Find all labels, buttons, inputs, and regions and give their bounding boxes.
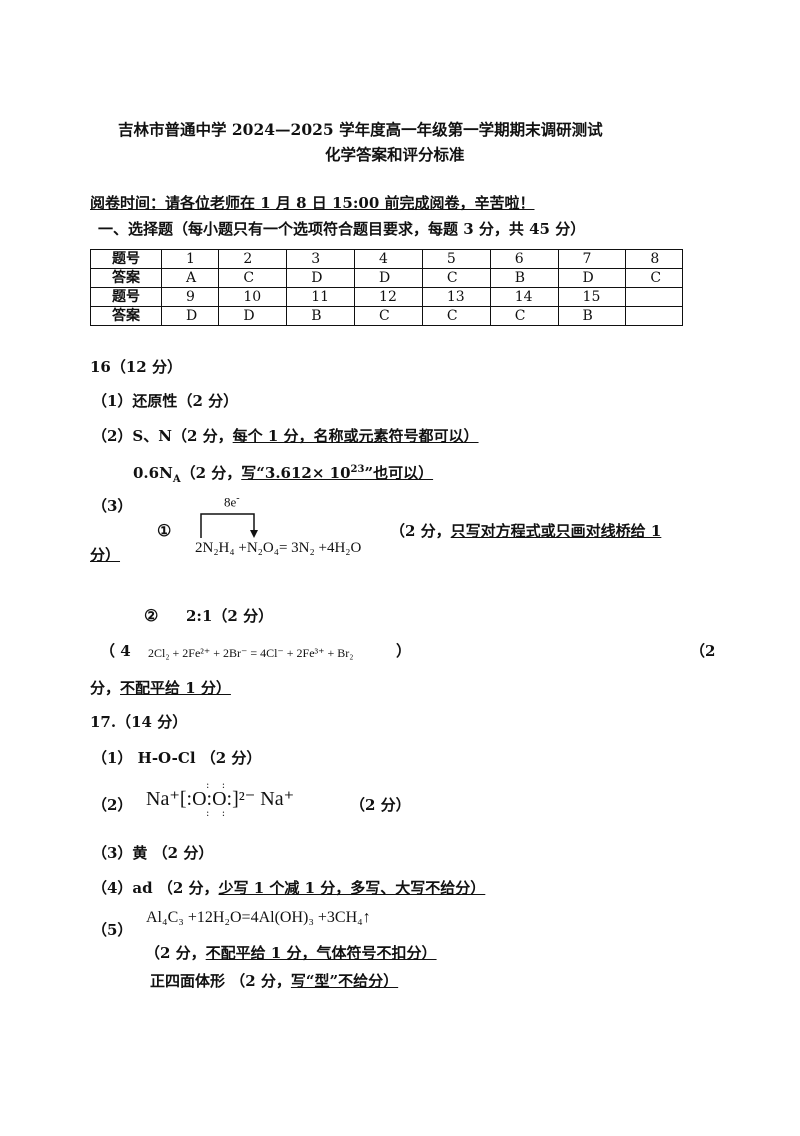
row-header: 题号 — [90, 249, 162, 269]
q16-part1: （1）还原性（2 分） — [92, 392, 239, 410]
q17-part5-note-a: （2 分， — [145, 944, 206, 962]
electron-label-text: 8e — [224, 494, 237, 510]
q16-part3-note-a: （2 分， — [390, 522, 451, 540]
q17-part5-shape-u: 写“型”不给分） — [290, 972, 399, 990]
q17-part4-a: （4）ad （2 分， — [92, 879, 219, 897]
electron-bridge-arrow — [200, 513, 258, 538]
lewis-dots-top: : : — [206, 780, 228, 791]
q16-part2-text: （2）S、N（2 分， — [92, 427, 233, 445]
ionic-equation: 2Cl₂ + 2Fe²⁺ + 2Br⁻ = 4Cl⁻ + 2Fe³⁺ + Br₂ — [148, 646, 354, 660]
q16-note-a: 写“3.612× 10 — [241, 464, 351, 482]
row-header: 题号 — [90, 287, 162, 307]
circle-two: ② — [144, 606, 159, 625]
table-cell: 14 — [489, 287, 559, 307]
table-cell — [625, 287, 683, 307]
table-cell: 5 — [421, 249, 491, 269]
q16-note-b: ”也可以） — [364, 464, 434, 482]
table-cell: D — [557, 268, 627, 288]
answer-table: 题号 1 2 3 4 5 6 7 8 答案 A C D D C B D C 题号… — [90, 249, 683, 326]
table-cell: B — [286, 306, 356, 326]
redox-equation: 2N₂H₄ +N₂O₄= 3N₂ +4H₂O — [195, 540, 362, 556]
q16-part4-end-u: 不配平给 1 分） — [120, 679, 231, 697]
table-cell: D — [286, 268, 356, 288]
table-cell: B — [557, 306, 627, 326]
table-cell: C — [421, 268, 491, 288]
q16-note-sup: 23 — [350, 464, 365, 475]
table-cell: 11 — [286, 287, 356, 307]
hydrolysis-equation: Al₄C₃ +12H₂O=4Al(OH)₃ +3CH₄↑ — [146, 909, 371, 926]
table-cell: 1 — [160, 249, 220, 269]
table-cell: 4 — [354, 249, 423, 269]
q16-part4-score: （2 — [690, 642, 716, 660]
table-cell: B — [489, 268, 559, 288]
q16-part4-end-a: 分， — [90, 679, 121, 697]
table-cell: 8 — [625, 249, 683, 269]
q17-heading: 17.（14 分） — [90, 713, 188, 731]
table-cell: 10 — [218, 287, 288, 307]
q16-part2: （2）S、N（2 分，每个 1 分，名称或元素符号都可以） — [92, 426, 479, 446]
q17-part5: （5） — [92, 921, 133, 939]
table-cell — [625, 306, 683, 326]
table-cell: 6 — [489, 249, 559, 269]
ratio-answer: 2:1（2 分） — [186, 607, 274, 625]
q16-part4-end: 分，不配平给 1 分） — [90, 678, 231, 698]
q16-part2-b: 0.6NA（2 分，写“3.612× 1023”也可以） — [133, 460, 433, 490]
table-row: 题号 1 2 3 4 5 6 7 8 — [90, 249, 683, 269]
q16-part4-close: ） — [396, 642, 412, 660]
q16-part3-note-end: 分） — [90, 546, 121, 564]
q17-part5-note: （2 分，不配平给 1 分，气体符号不扣分） — [145, 943, 437, 963]
q17-part2-score: （2 分） — [350, 796, 411, 814]
table-cell: C — [625, 268, 683, 288]
q17-part1: （1） H-O-Cl （2 分） — [92, 749, 262, 767]
table-cell: 9 — [160, 287, 220, 307]
table-cell: 2 — [218, 249, 288, 269]
lewis-structure: Na⁺[:O:O:]²⁻ Na⁺ — [146, 788, 295, 810]
q17-part5-shape-a: 正四面体形 （2 分， — [150, 972, 291, 990]
table-row: 答案 D D B C C C B — [90, 306, 683, 326]
table-cell: C — [489, 306, 559, 326]
table-cell: C — [421, 306, 491, 326]
table-cell: 13 — [421, 287, 491, 307]
table-cell: C — [218, 268, 288, 288]
table-cell: D — [354, 268, 423, 288]
electron-label-sup: - — [236, 493, 240, 504]
grading-notice: 阅卷时间：请各位老师在 1 月 8 日 15:00 前完成阅卷，辛苦啦！ — [90, 194, 535, 212]
q16-part3-note-u: 只写对方程式或只画对线桥给 1 — [450, 522, 662, 540]
q17-part5-note-u: 不配平给 1 分，气体符号不扣分） — [205, 944, 437, 962]
q16-part2-note: 每个 1 分，名称或元素符号都可以） — [232, 427, 479, 445]
q17-part4-u: 少写 1 个减 1 分，多写、大写不给分） — [218, 879, 486, 897]
document-subtitle: 化学答案和评分标准 — [325, 145, 465, 164]
q16-part2-b-note: 写“3.612× 1023”也可以） — [241, 464, 433, 482]
q17-part4: （4）ad （2 分，少写 1 个减 1 分，多写、大写不给分） — [92, 878, 485, 898]
q16-heading: 16（12 分） — [90, 358, 182, 376]
electron-label: 8e- — [224, 489, 240, 512]
section-heading-choice: 一、选择题（每小题只有一个选项符合题目要求，每题 3 分，共 45 分） — [98, 220, 586, 238]
q17-part5-shape: 正四面体形 （2 分，写“型”不给分） — [150, 971, 398, 991]
table-row: 答案 A C D D C B D C — [90, 268, 683, 288]
q16-part2-b-mid: （2 分， — [180, 464, 242, 482]
table-cell: D — [160, 306, 220, 326]
circle-one: ① — [157, 521, 172, 540]
q17-part3: （3）黄 （2 分） — [92, 844, 214, 862]
table-cell: 12 — [354, 287, 423, 307]
table-row: 题号 9 10 11 12 13 14 15 — [90, 287, 683, 307]
row-header: 答案 — [90, 268, 162, 288]
q16-part3: （3） — [92, 497, 133, 515]
lewis-dots-bottom: : : — [206, 808, 228, 819]
table-cell: 7 — [557, 249, 627, 269]
table-cell: 3 — [286, 249, 356, 269]
table-cell: 15 — [557, 287, 627, 307]
q16-part4: （ 4 — [100, 642, 131, 660]
q16-part2-b-sub: A — [172, 474, 181, 485]
table-cell: D — [218, 306, 288, 326]
document-title: 吉林市普通中学 2024—2025 学年度高一年级第一学期期末调研测试 — [118, 120, 603, 139]
row-header: 答案 — [90, 306, 162, 326]
table-cell: C — [354, 306, 423, 326]
q16-part2-b-text: 0.6N — [133, 464, 173, 482]
q17-part2: （2） — [92, 796, 133, 814]
q16-part3-note: （2 分，只写对方程式或只画对线桥给 1 — [390, 521, 661, 541]
table-cell: A — [160, 268, 220, 288]
